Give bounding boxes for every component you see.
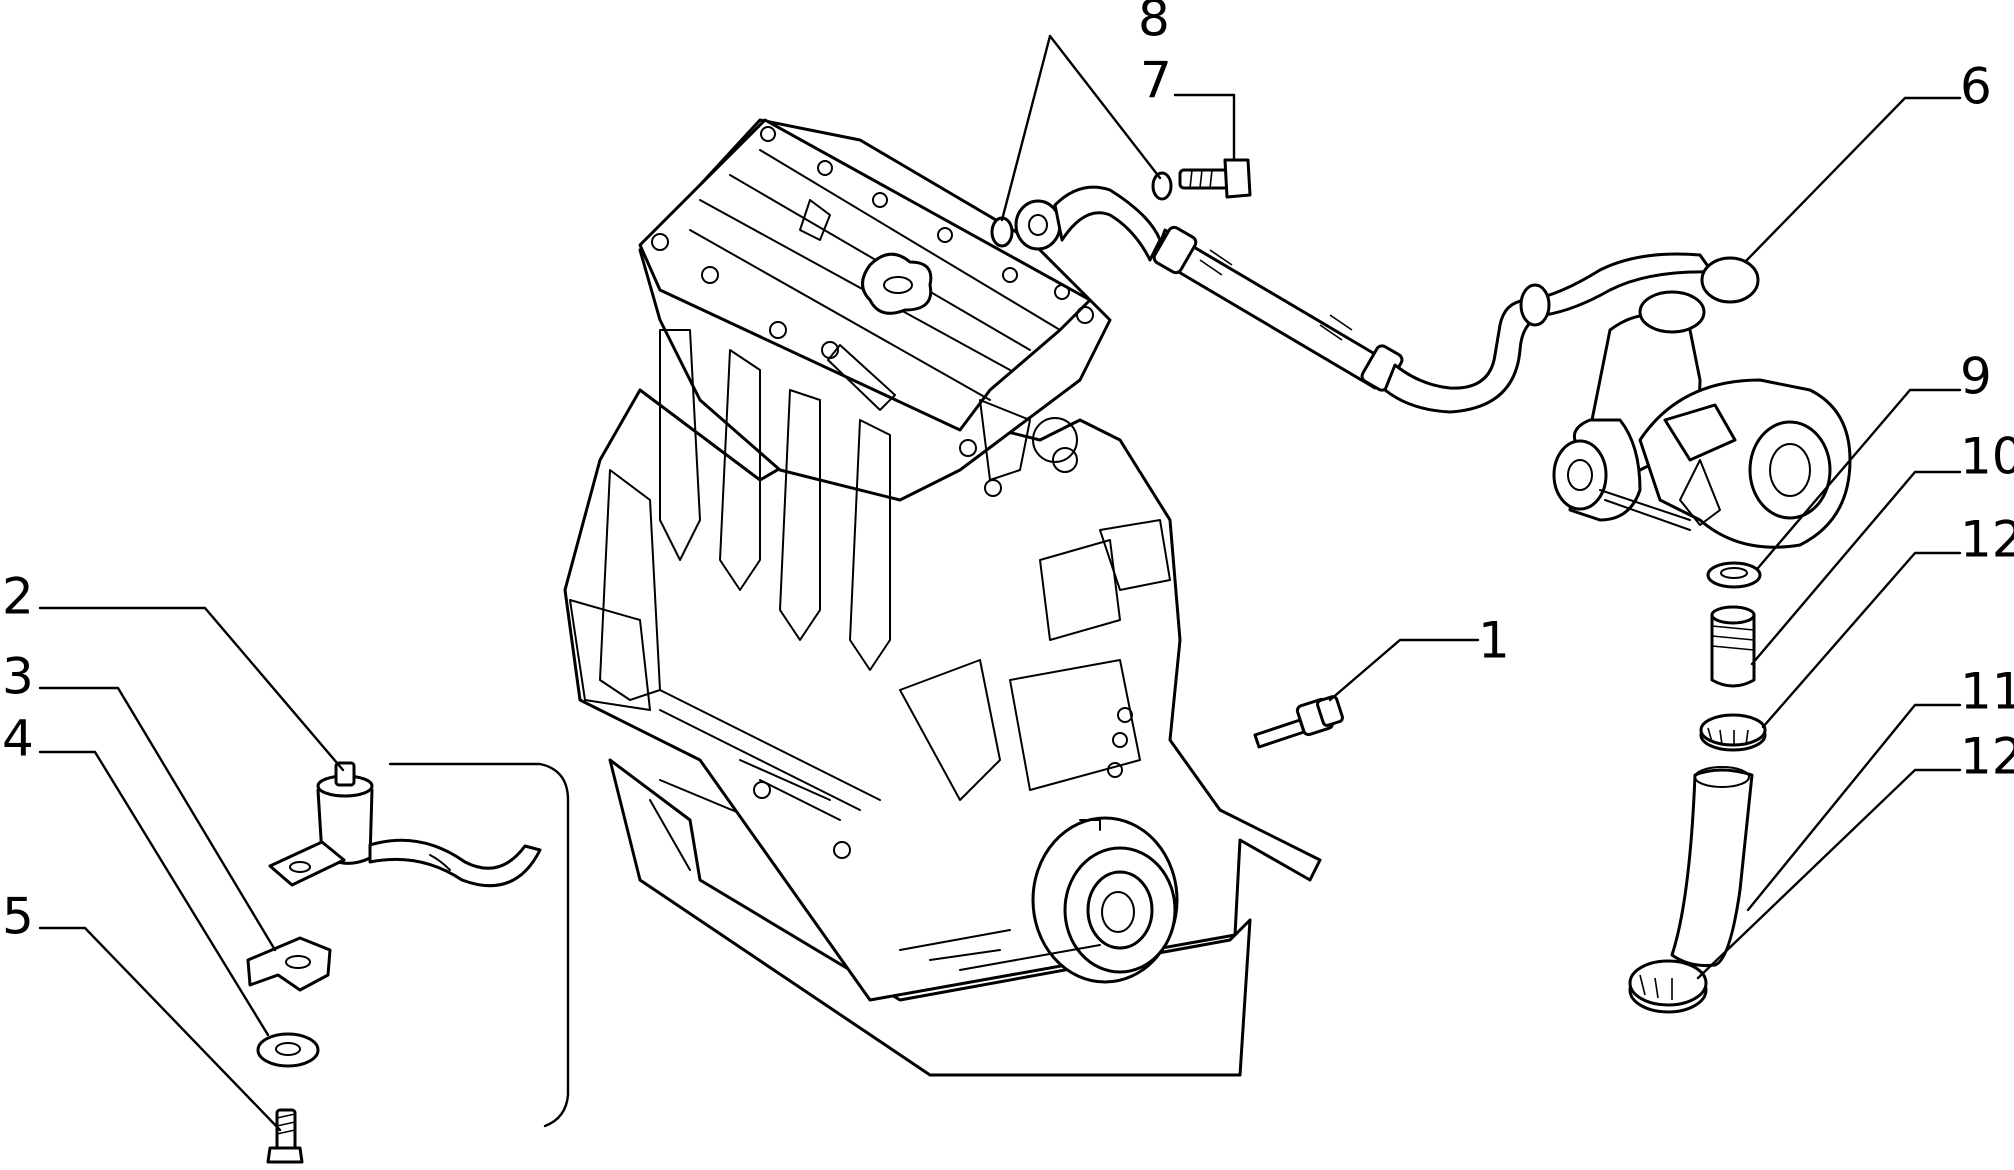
- part-8-washers: [990, 171, 1173, 248]
- group-bracket-line: [388, 762, 570, 1128]
- part-11-hose: [1670, 766, 1754, 967]
- callout-12-lower: 12: [1960, 728, 2014, 786]
- part-3-bracket: [246, 936, 332, 992]
- part-6-oil-pipe: [1014, 185, 1760, 414]
- callout-6: 6: [1960, 58, 1992, 116]
- part-7-banjo-bolt: [1178, 158, 1252, 199]
- callout-10: 10: [1960, 428, 2014, 486]
- callout-1: 1: [1478, 612, 1510, 670]
- callout-4: 4: [2, 710, 34, 768]
- callout-9: 9: [1960, 348, 1992, 406]
- callout-12-upper: 12: [1960, 511, 2014, 569]
- leader-lines: [38, 34, 1962, 1132]
- part-2-valve: [268, 761, 542, 888]
- part-10-union: [1710, 605, 1756, 688]
- part-1-sensor: [1253, 695, 1344, 749]
- callout-5: 5: [2, 888, 34, 946]
- callout-11: 11: [1960, 663, 2014, 721]
- part-4-washer: [256, 1032, 320, 1068]
- engine-block: [563, 118, 1322, 1077]
- part-12-clamp-upper: [1699, 713, 1767, 752]
- part-12-clamp-lower: [1628, 959, 1708, 1014]
- callout-3: 3: [2, 648, 34, 706]
- part-9-washer: [1706, 561, 1762, 589]
- callout-8: 8: [1138, 0, 1170, 48]
- callout-7: 7: [1140, 52, 1172, 110]
- callout-labels: 1 2 3 4 5 6 7 8 9 10 11 12 12: [2, 0, 2014, 946]
- callout-2: 2: [2, 568, 34, 626]
- part-5-bolt: [266, 1108, 304, 1164]
- turbocharger: [1552, 290, 1852, 549]
